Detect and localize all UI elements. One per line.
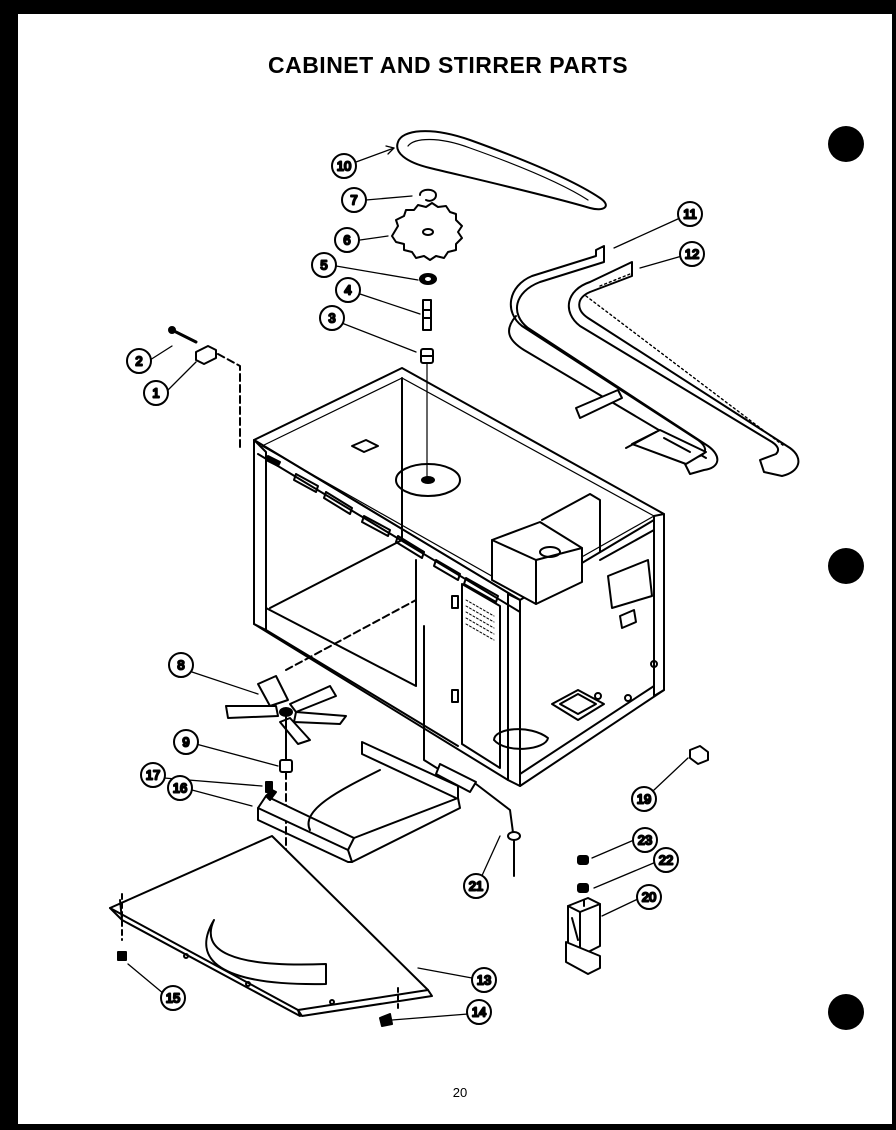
- callout-11: 11: [677, 201, 703, 227]
- callout-6: 6: [334, 227, 360, 253]
- callout-19-label: 19: [637, 792, 651, 807]
- callout-4: 4: [335, 277, 361, 303]
- stirrer-shaft-drawing: [422, 299, 432, 331]
- screw-and-bracket-drawing: [168, 326, 241, 451]
- washer-drawing: [419, 273, 437, 285]
- callout-19: 19: [631, 786, 657, 812]
- callout-12-label: 12: [685, 247, 699, 262]
- callout-3-label: 3: [328, 311, 335, 326]
- cap-19-drawing: [689, 745, 709, 765]
- callout-11-label: 11: [683, 207, 697, 222]
- callout-15: 15: [160, 985, 186, 1011]
- callout-14: 14: [466, 999, 492, 1025]
- callout-5: 5: [311, 252, 337, 278]
- leader-lines: [127, 145, 689, 1021]
- screw-14-drawing: [379, 1013, 393, 1027]
- callout-7: 7: [341, 187, 367, 213]
- punch-hole-middle: [828, 548, 864, 584]
- callout-7-label: 7: [350, 193, 357, 208]
- callout-20-label: 20: [642, 890, 656, 905]
- callout-10-label: 10: [337, 159, 351, 174]
- screw-15-drawing: [117, 893, 127, 961]
- callout-14-label: 14: [472, 1005, 486, 1020]
- callout-22-label: 22: [659, 853, 673, 868]
- vent-perforations: [465, 599, 495, 641]
- page-title: CABINET AND STIRRER PARTS: [267, 52, 629, 78]
- callout-1-label: 1: [152, 386, 159, 401]
- callout-8-label: 8: [177, 658, 184, 673]
- cabinet-frame-drawing: [253, 363, 665, 787]
- page-number: 20: [452, 1085, 468, 1100]
- callout-9-label: 9: [182, 735, 189, 750]
- frame-rail-drawing: [508, 245, 719, 475]
- callout-10: 10: [331, 153, 357, 179]
- callout-13: 13: [471, 967, 497, 993]
- callout-4-label: 4: [344, 283, 351, 298]
- callout-12: 12: [679, 241, 705, 267]
- callout-21: 21: [463, 873, 489, 899]
- sensor-probe-drawing: [435, 763, 521, 877]
- callout-23: 23: [632, 827, 658, 853]
- callout-17-label: 17: [146, 768, 160, 783]
- callout-5-label: 5: [320, 258, 327, 273]
- gasket-strip-drawing: [567, 261, 800, 477]
- punch-hole-bottom: [828, 994, 864, 1030]
- callout-16-label: 16: [173, 781, 187, 796]
- bottom-plate-drawing: [109, 835, 433, 1017]
- callout-22: 22: [653, 847, 679, 873]
- callout-3: 3: [319, 305, 345, 331]
- callouts: 10 7 6 5 4 3 2 1 11 12 8 9 17 16 21 23 2…: [126, 153, 705, 1025]
- callout-21-label: 21: [469, 879, 483, 894]
- callout-16: 16: [167, 775, 193, 801]
- callout-2: 2: [126, 348, 152, 374]
- callout-6-label: 6: [343, 233, 350, 248]
- callout-8: 8: [168, 652, 194, 678]
- retaining-clip-drawing: [419, 188, 437, 202]
- callout-1: 1: [143, 380, 169, 406]
- callout-23-label: 23: [638, 833, 652, 848]
- duct-bracket-drawing: [257, 741, 461, 863]
- callout-2-label: 2: [135, 354, 142, 369]
- callout-9: 9: [173, 729, 199, 755]
- switch-assembly-drawing: [565, 855, 601, 975]
- callout-15-label: 15: [166, 991, 180, 1006]
- callout-20: 20: [636, 884, 662, 910]
- drive-belt-drawing: [396, 130, 607, 211]
- bushing-drawing: [420, 348, 434, 364]
- paper-sheet: [18, 14, 892, 1124]
- fan-blade-drawing: [225, 599, 417, 761]
- callout-17: 17: [140, 762, 166, 788]
- stirrer-gear-drawing: [391, 202, 463, 261]
- punch-hole-top: [828, 126, 864, 162]
- callout-13-label: 13: [477, 973, 491, 988]
